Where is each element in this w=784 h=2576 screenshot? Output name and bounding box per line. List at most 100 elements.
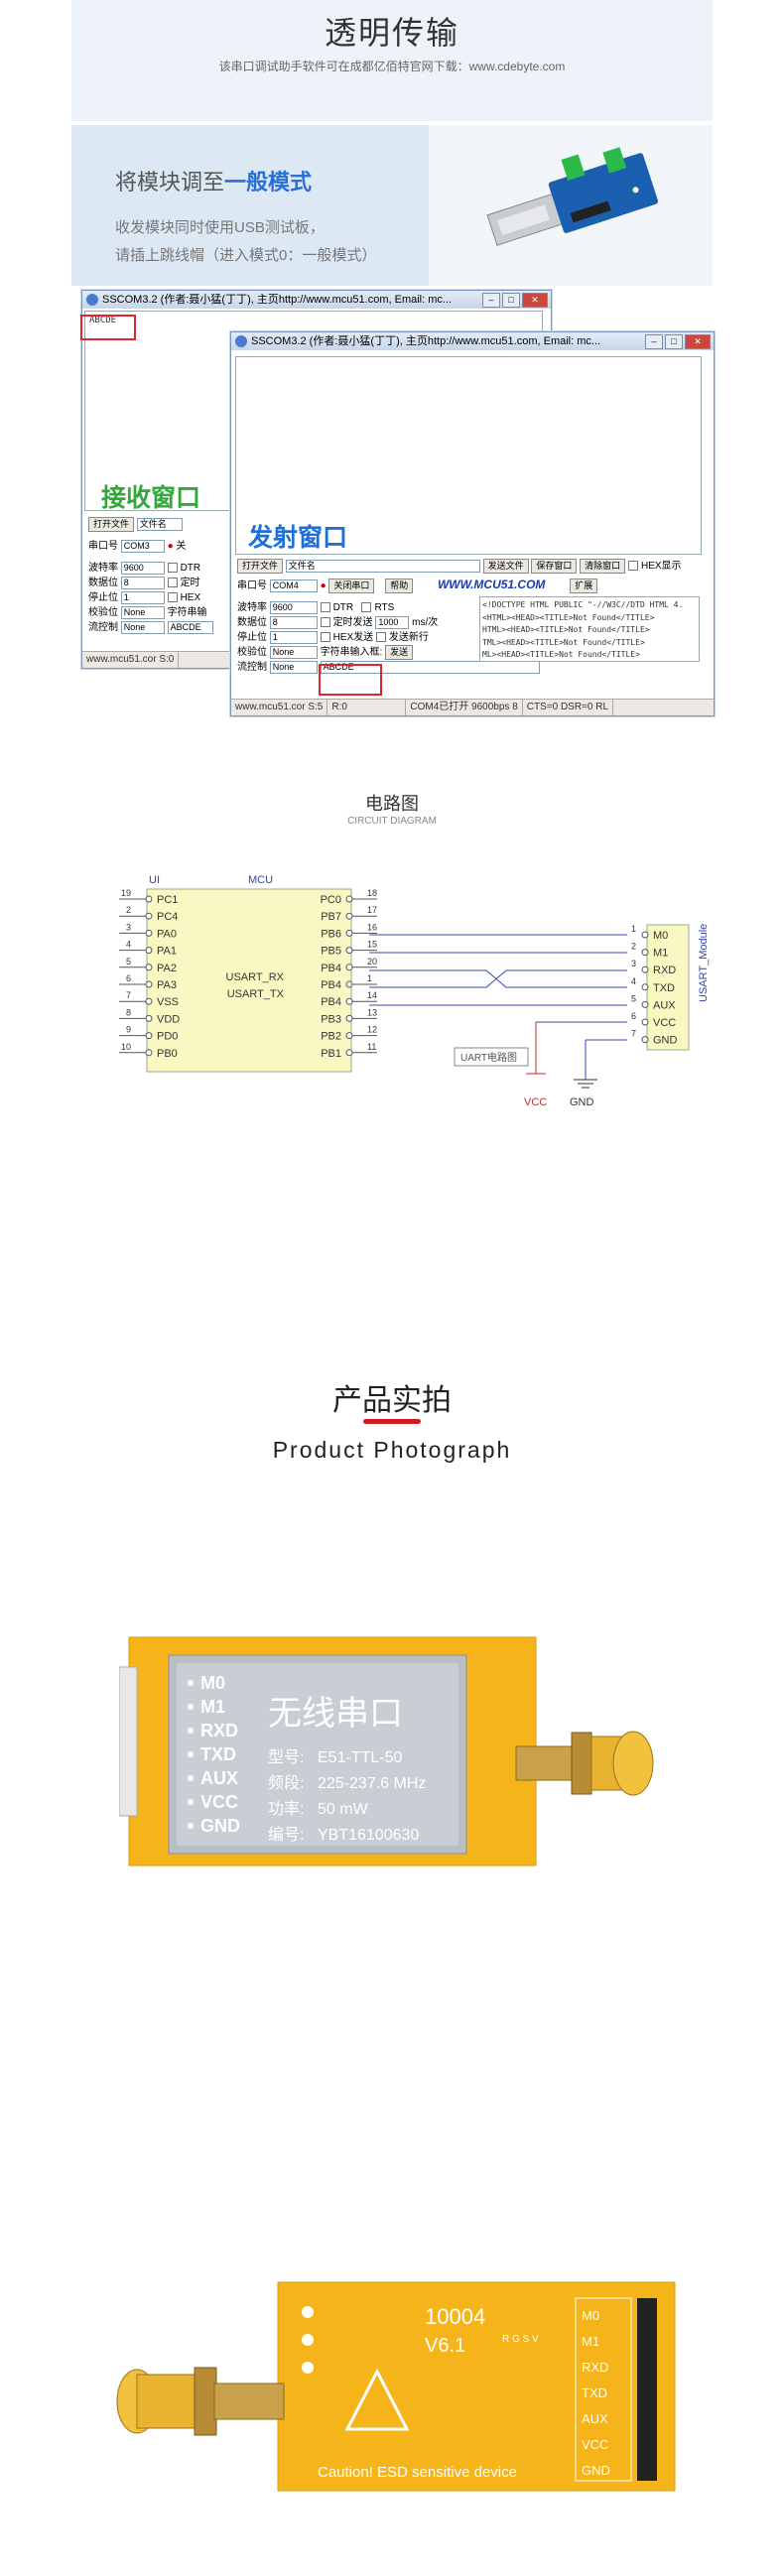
product-photo-back: 10004 V6.1 R G S V Caution! ESD sensitiv… (116, 2281, 676, 2492)
save-window-button[interactable]: 保存窗口 (531, 559, 578, 574)
parity-select[interactable]: None (120, 605, 165, 619)
left-pin-dot (145, 1032, 153, 1040)
hex-show-checkbox[interactable] (627, 561, 638, 572)
hex-send-checkbox[interactable] (320, 632, 330, 643)
open-file-button[interactable]: 打开文件 (237, 559, 284, 574)
left-pin-number: 8 (126, 1007, 131, 1017)
page-title: 透明传输 (324, 15, 459, 51)
dtr-checkbox[interactable] (167, 563, 178, 574)
data-bits-select[interactable]: 8 (269, 615, 318, 629)
pin-dot (188, 1704, 194, 1710)
dtr-label: DTR (332, 602, 354, 613)
mode-heading-prefix: 将模块调至 (115, 170, 225, 194)
pin-label-frame (575, 2297, 632, 2482)
baud-select[interactable]: 9600 (120, 561, 165, 575)
send-title-text: SSCOM3.2 (作者:聂小猛(丁丁), 主页http://www.mcu51… (251, 335, 601, 347)
send-button[interactable]: 发送 (385, 645, 414, 660)
photo1-pin-label: RXD (200, 1721, 238, 1740)
mode-text-panel (71, 125, 429, 286)
left-pin-dot (145, 1014, 153, 1022)
mode-desc-line1: 收发模块同时使用USB测试板， (115, 219, 325, 236)
file-name-field[interactable]: 文件名 (285, 559, 480, 573)
flow-select[interactable]: None (269, 660, 318, 674)
open-file-button[interactable]: 打开文件 (88, 517, 135, 532)
pin-header (637, 2298, 657, 2481)
send-file-row: 打开文件 文件名 发送文件 保存窗口 清除窗口 HEX显示 (237, 557, 682, 574)
send-newline-checkbox[interactable] (375, 632, 386, 643)
mcu-chip (146, 888, 352, 1073)
maximize-button[interactable]: □ (665, 334, 683, 349)
clear-window-button[interactable]: 清除窗口 (580, 559, 626, 574)
hex-checkbox[interactable] (167, 592, 178, 603)
download-note: 该串口调试助手软件可在成都亿佰特官网下载：www.cdebyte.com (218, 60, 566, 73)
close-port-fragment[interactable]: 关 (176, 541, 187, 552)
stop-bits-select[interactable]: 1 (120, 590, 165, 604)
left-pin-number: 2 (126, 905, 131, 915)
right-pin-dot (345, 1032, 353, 1040)
baud-select[interactable]: 9600 (269, 600, 318, 614)
close-button[interactable]: ✕ (685, 334, 711, 349)
receive-file-row: 打开文件 文件名 (88, 517, 183, 532)
pin-dot (188, 1823, 194, 1829)
status-lamp-icon: ● (320, 580, 327, 591)
status-port: COM4已打开 9600bps 8 (406, 700, 523, 715)
right-pin-number: 16 (367, 922, 377, 932)
send-receive-area[interactable] (235, 356, 702, 555)
photo2-pin-label: RXD (582, 2360, 608, 2375)
receive-settings: 波特率 9600 DTR 数据位 8 定时 停止位 1 HEX 校验位 None… (88, 561, 213, 635)
photo1-pin-label: TXD (200, 1744, 236, 1764)
rts-checkbox[interactable] (361, 602, 372, 613)
dtr-checkbox[interactable] (320, 602, 330, 613)
status-rx: R:0 (327, 700, 407, 715)
file-name-field[interactable]: 文件名 (136, 517, 183, 531)
interval-input[interactable]: 1000 (375, 615, 410, 629)
title-underline (363, 1419, 421, 1424)
right-pin-name: PC0 (321, 894, 341, 906)
maximize-button[interactable]: □ (502, 293, 520, 308)
esd-caution-text: Caution! ESD sensitive device (318, 2464, 517, 2481)
module-pin-number: 1 (631, 924, 636, 934)
receive-input-field[interactable]: ABCDE (167, 620, 213, 634)
parity-select[interactable]: None (269, 645, 318, 659)
send-newline-label: 发送新行 (388, 632, 429, 643)
left-pin-header (119, 1666, 138, 1817)
port-select[interactable]: COM4 (269, 579, 318, 592)
photo2-pin-label: GND (582, 2463, 610, 2478)
data-bits-select[interactable]: 8 (120, 576, 165, 589)
sma-antenna-connector (515, 1731, 654, 1796)
port-label: 串口号 (88, 541, 118, 552)
minimize-button[interactable]: – (645, 334, 663, 349)
timer-checkbox[interactable] (167, 578, 178, 588)
flow-select[interactable]: None (120, 620, 165, 634)
expand-button[interactable]: 扩展 (570, 579, 598, 593)
right-pin-number: 13 (367, 1007, 377, 1017)
left-pin-dot (145, 1049, 153, 1057)
right-pin-dot (345, 1049, 353, 1057)
circuit-title: 电路图 (365, 794, 419, 814)
data-bits-label: 数据位 (88, 578, 118, 588)
right-pin-number: 14 (367, 990, 377, 1000)
pin-dot (188, 1751, 194, 1757)
power-label: 功率: (268, 1800, 304, 1818)
product-subtitle: Product Photograph (272, 1437, 512, 1463)
brand-link[interactable]: WWW.MCU51.COM (437, 578, 546, 591)
close-button[interactable]: ✕ (522, 293, 548, 308)
timed-send-label: 定时发送 (332, 617, 373, 628)
stop-bits-select[interactable]: 1 (269, 630, 318, 644)
port-select[interactable]: COM3 (120, 539, 165, 553)
ad-line: HTML><HEAD><TITLE>Not Found</TITLE> (482, 625, 650, 634)
timed-send-checkbox[interactable] (320, 617, 330, 628)
left-pin-name: PA3 (157, 979, 177, 991)
help-button[interactable]: 帮助 (385, 579, 414, 593)
right-pin-group: 18PC017PB716PB615PB520PB41PB414PB413PB31… (321, 888, 377, 1060)
board-version: V6.1 (425, 2335, 465, 2357)
send-file-button[interactable]: 发送文件 (482, 559, 529, 574)
right-pin-number: 15 (367, 940, 377, 950)
left-pin-number: 5 (126, 957, 131, 966)
close-port-button[interactable]: 关闭串口 (328, 579, 375, 593)
left-pin-name: VDD (157, 1013, 180, 1025)
minimize-button[interactable]: – (482, 293, 500, 308)
flow-label: 流控制 (88, 622, 118, 633)
left-pin-name: PD0 (157, 1031, 178, 1043)
